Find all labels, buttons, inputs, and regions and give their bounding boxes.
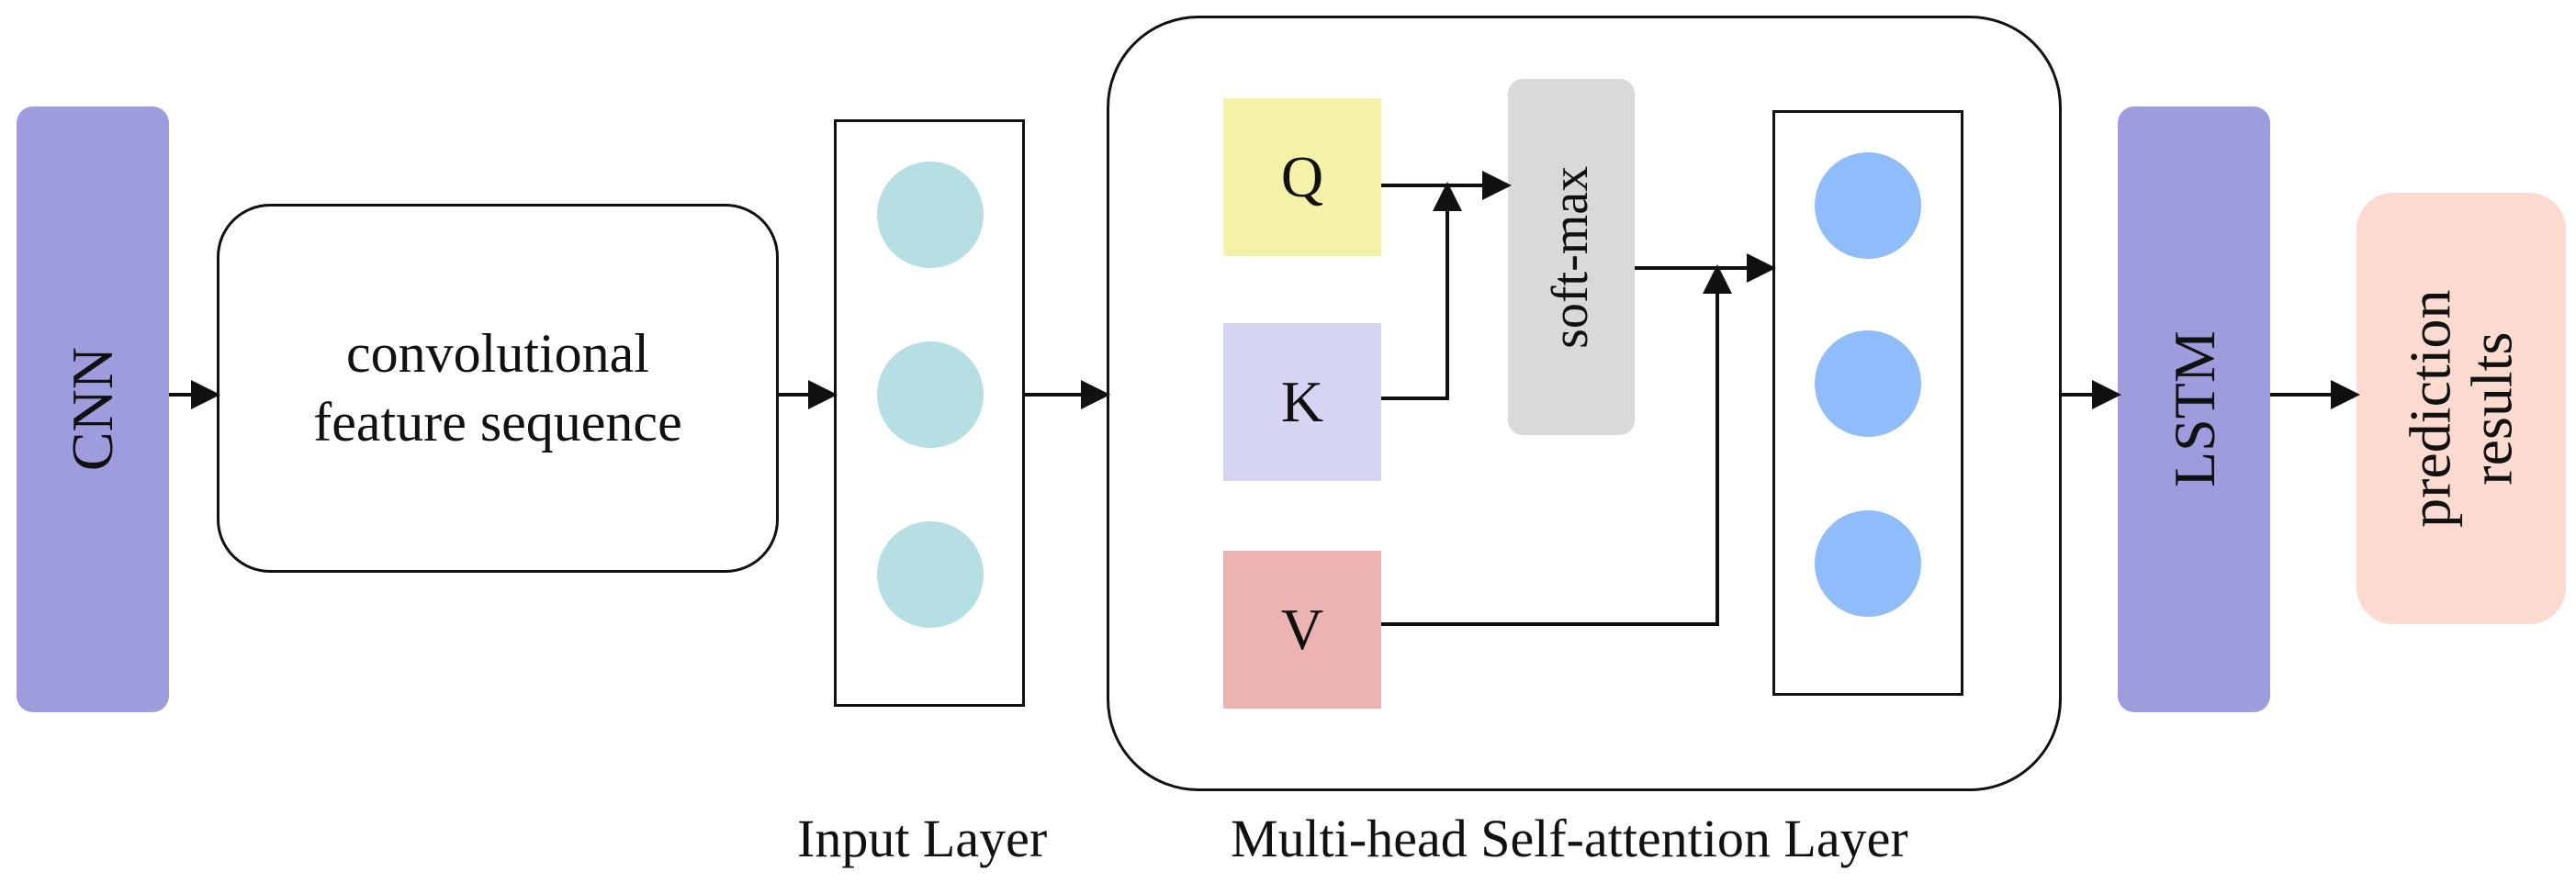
cnn-block: CNN xyxy=(17,106,169,712)
attention-output-node xyxy=(1815,152,1921,259)
attention-output-node xyxy=(1815,330,1921,437)
arrow-k-to-softmax xyxy=(1381,182,1462,400)
input-node xyxy=(877,521,984,628)
value-label: V xyxy=(1280,597,1324,662)
key-box: K xyxy=(1223,323,1381,481)
query-label: Q xyxy=(1280,144,1324,209)
key-label: K xyxy=(1280,369,1324,434)
convolutional-feature-sequence-box: convolutional feature sequence xyxy=(217,204,779,573)
conv-label-line2: feature sequence xyxy=(313,392,682,453)
arrow-v-to-output xyxy=(1381,264,1732,626)
lstm-block: LSTM xyxy=(2118,106,2270,712)
conv-label-line1: convolutional xyxy=(346,323,649,384)
input-node xyxy=(877,162,984,268)
attention-output-node xyxy=(1815,510,1921,617)
value-box: V xyxy=(1223,551,1381,709)
query-box: Q xyxy=(1223,98,1381,256)
attention-layer-caption: Multi-head Self-attention Layer xyxy=(1231,809,1908,868)
input-layer-caption: Input Layer xyxy=(797,809,1048,868)
softmax-box: soft-max xyxy=(1508,79,1635,435)
input-node xyxy=(877,341,984,448)
prediction-results-block: prediction results xyxy=(2357,193,2566,624)
